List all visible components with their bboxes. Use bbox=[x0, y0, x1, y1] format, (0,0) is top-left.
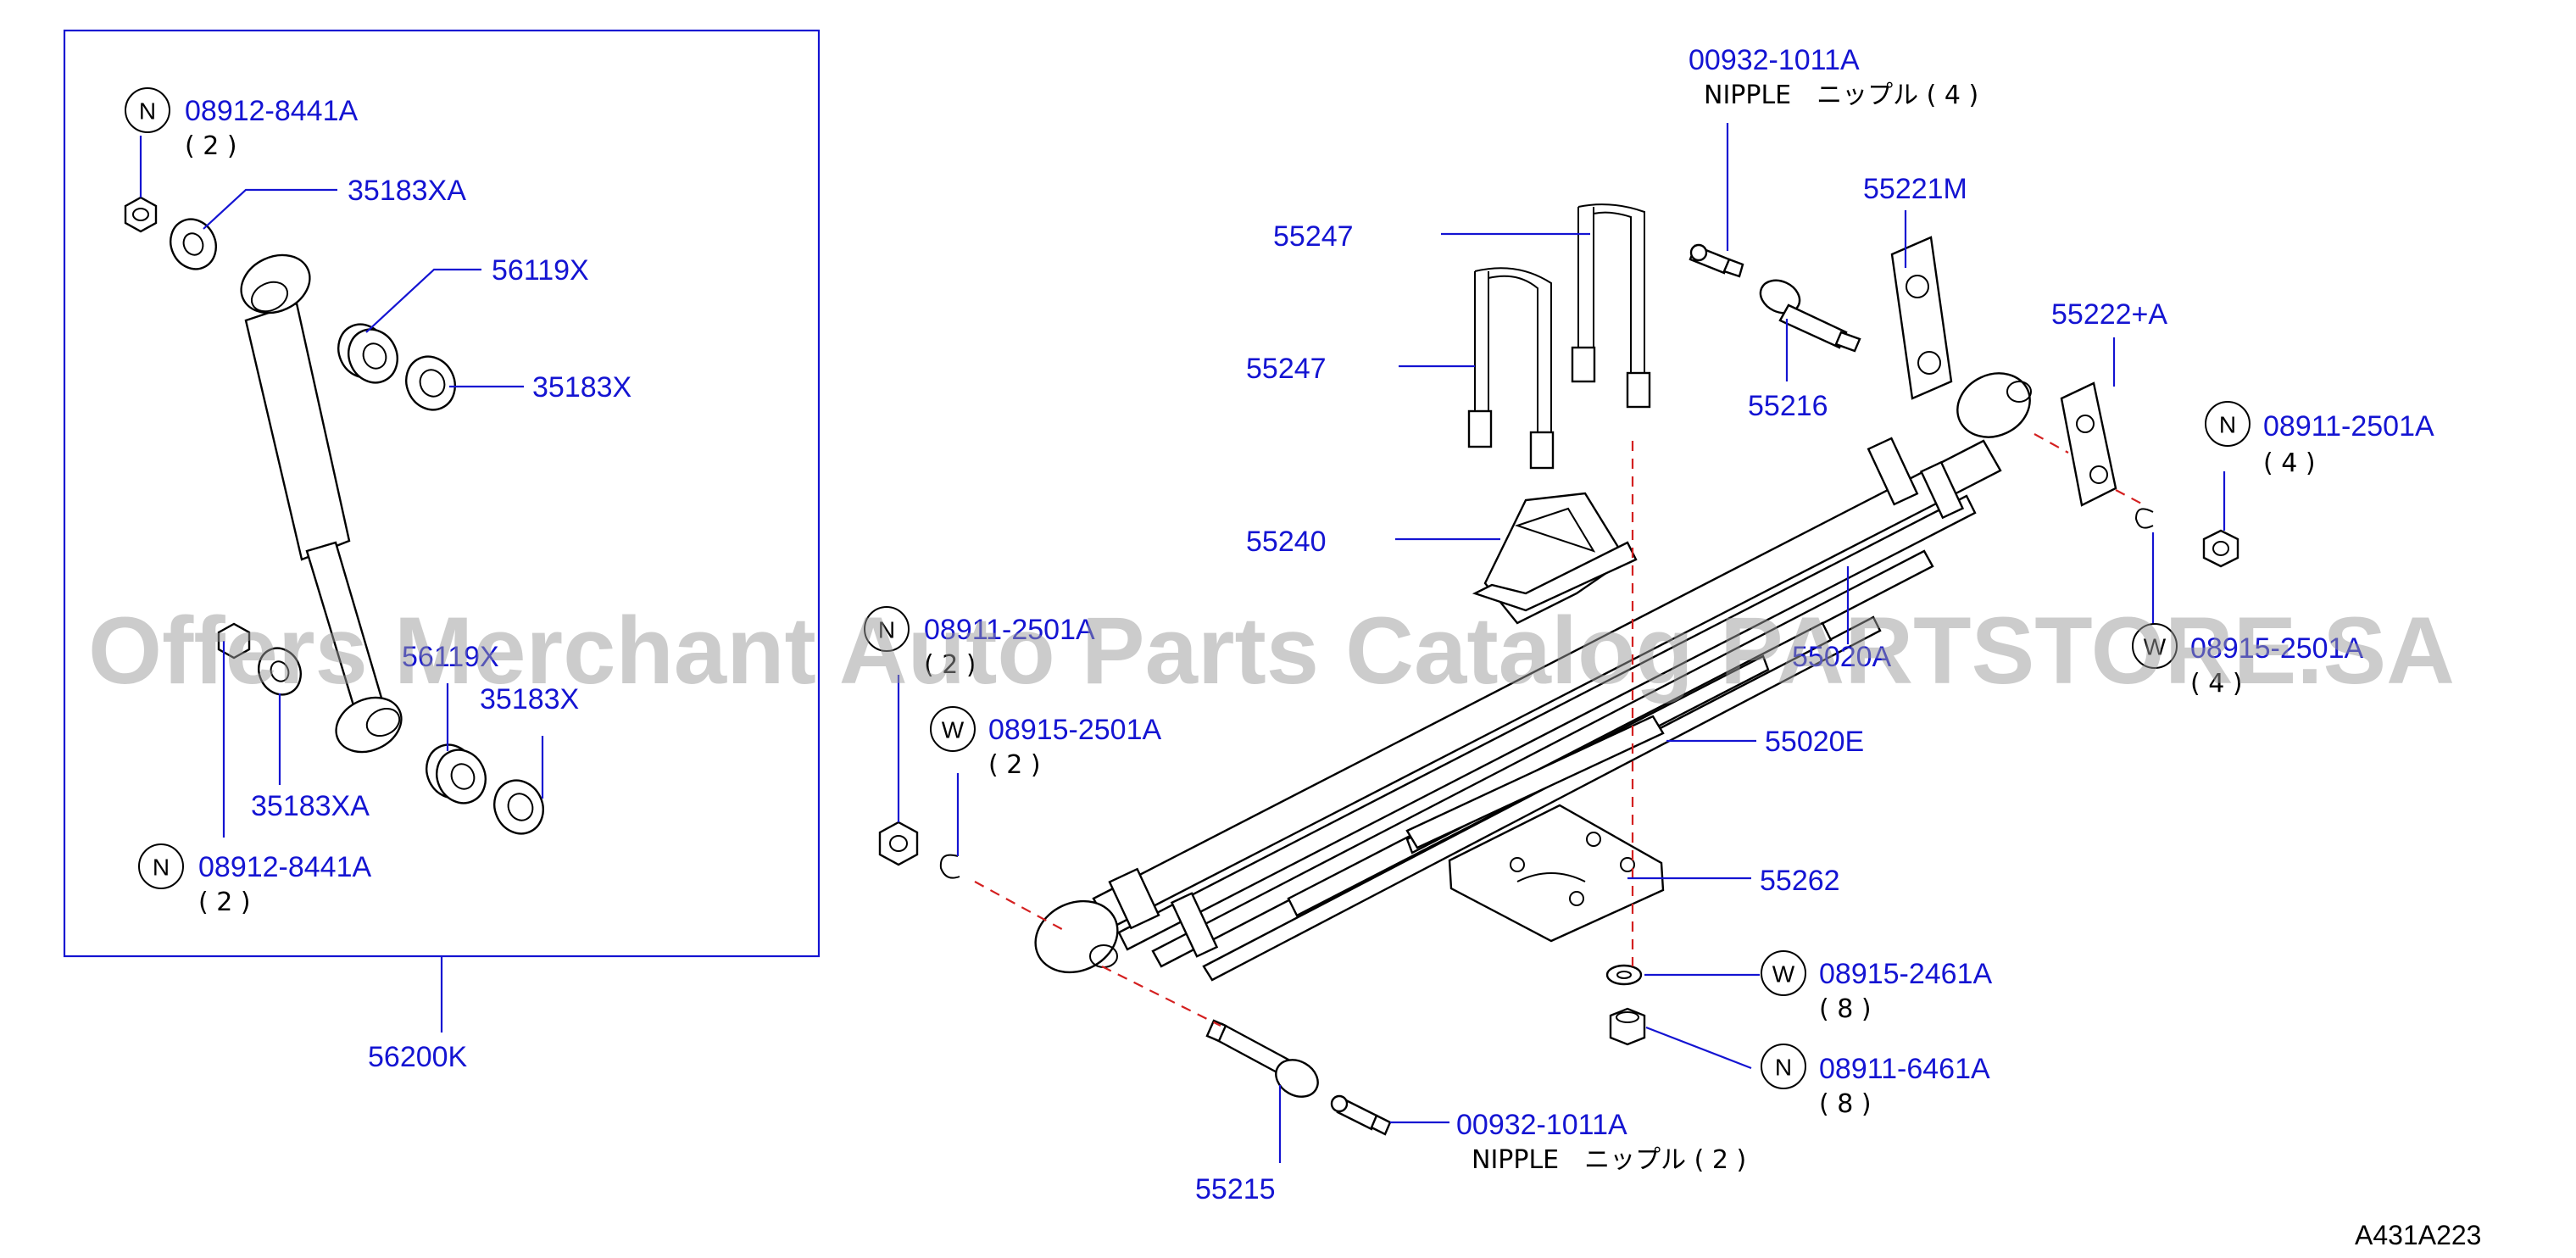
shackle-pin-drawing bbox=[1759, 279, 1861, 353]
washer-ub-drawing bbox=[1605, 964, 1643, 986]
qty-washer-left: ( 2 ) bbox=[988, 750, 1041, 780]
nipple-bottom-drawing bbox=[1330, 1094, 1392, 1136]
u-bolt-a-drawing bbox=[1571, 203, 1651, 409]
label-55262[interactable]: 55262 bbox=[1760, 865, 1840, 897]
qty-washer-right: ( 4 ) bbox=[2190, 669, 2243, 699]
label-08915-2461A[interactable]: 08915-2461A bbox=[1819, 958, 1993, 990]
label-55215[interactable]: 55215 bbox=[1195, 1173, 1276, 1205]
shock-absorber-kit-box bbox=[63, 29, 821, 1033]
nipple-bottom-description: NIPPLE ニップル ( 2 ) bbox=[1472, 1145, 1746, 1175]
label-00932-1011A-bottom[interactable]: 00932-1011A bbox=[1456, 1109, 1627, 1141]
label-55216[interactable]: 55216 bbox=[1748, 390, 1828, 422]
bottom-nut-drawing bbox=[217, 622, 251, 660]
label-08915-2501A-left[interactable]: 08915-2501A bbox=[988, 714, 1162, 746]
front-pin-drawing bbox=[1205, 1019, 1319, 1098]
label-56200K[interactable]: 56200K bbox=[368, 1041, 468, 1073]
nut-symbol-ub: N bbox=[1761, 1044, 1806, 1089]
nut-symbol-top: N bbox=[125, 87, 170, 133]
washer-symbol-right: W bbox=[2132, 623, 2178, 669]
u-bolt-b-drawing bbox=[1467, 267, 1555, 470]
label-55247-b[interactable]: 55247 bbox=[1246, 353, 1327, 385]
top-washer2-drawing bbox=[405, 355, 456, 411]
bumper-drawing bbox=[1472, 492, 1638, 625]
top-washer-drawing bbox=[170, 218, 217, 270]
label-08911-2501A-left[interactable]: 08911-2501A bbox=[924, 614, 1095, 646]
washer-left-drawing bbox=[939, 854, 960, 879]
qty-nut-right: ( 4 ) bbox=[2263, 448, 2316, 478]
svg-text:N: N bbox=[2219, 412, 2236, 438]
label-55222A[interactable]: 55222+A bbox=[2051, 298, 2167, 331]
svg-text:N: N bbox=[139, 98, 156, 125]
label-35183XA-bottom[interactable]: 35183XA bbox=[251, 790, 370, 822]
label-00932-1011A-top[interactable]: 00932-1011A bbox=[1689, 44, 1860, 76]
qty-nut-bottom: ( 2 ) bbox=[198, 888, 251, 917]
assembly-centerlines bbox=[974, 433, 2145, 1027]
label-55240[interactable]: 55240 bbox=[1246, 526, 1327, 558]
label-55247-a[interactable]: 55247 bbox=[1273, 220, 1354, 253]
label-35183X-top[interactable]: 35183X bbox=[532, 371, 631, 404]
seat-plate-drawing bbox=[1448, 804, 1665, 943]
nipple-top-description: NIPPLE ニップル ( 4 ) bbox=[1704, 81, 1978, 110]
spring-leader-lines bbox=[897, 123, 2226, 1163]
label-08911-6461A[interactable]: 08911-6461A bbox=[1819, 1053, 1990, 1085]
label-08911-2501A-right[interactable]: 08911-2501A bbox=[2263, 410, 2434, 443]
label-56119X-bottom[interactable]: 56119X bbox=[402, 641, 499, 673]
svg-text:W: W bbox=[942, 717, 965, 743]
svg-text:W: W bbox=[2144, 634, 2167, 660]
shackle-plate-drawing bbox=[2060, 381, 2117, 507]
bottom-bushing-drawing bbox=[426, 743, 487, 804]
label-08915-2501A-right[interactable]: 08915-2501A bbox=[2190, 632, 2364, 665]
svg-text:N: N bbox=[153, 854, 170, 881]
label-35183XA-top[interactable]: 35183XA bbox=[348, 175, 466, 207]
label-35183X-bottom[interactable]: 35183X bbox=[480, 683, 579, 715]
qty-nut-ub: ( 8 ) bbox=[1819, 1089, 1872, 1119]
washer-right-drawing bbox=[2134, 508, 2154, 529]
shackle-link-drawing bbox=[1890, 236, 1953, 400]
qty-nut-left: ( 2 ) bbox=[924, 650, 976, 680]
label-55221M[interactable]: 55221M bbox=[1863, 173, 1967, 205]
label-56119X-top[interactable]: 56119X bbox=[492, 254, 589, 287]
svg-text:N: N bbox=[1775, 1055, 1792, 1081]
nut-symbol-bottom: N bbox=[138, 843, 184, 889]
watermark-text: Offers Merchant Auto Parts Catalog PARTS… bbox=[88, 598, 2455, 704]
top-nut-drawing bbox=[124, 196, 158, 233]
nut-right-drawing bbox=[2202, 529, 2239, 568]
qty-washer-ub: ( 8 ) bbox=[1819, 994, 1872, 1024]
washer-symbol-left: W bbox=[930, 706, 976, 752]
bottom-washer2-drawing bbox=[493, 779, 544, 835]
kit-leader-lines bbox=[139, 136, 544, 838]
nut-left-drawing bbox=[878, 821, 919, 866]
nipple-top-drawing bbox=[1689, 243, 1744, 278]
top-bushing-drawing bbox=[337, 323, 398, 384]
label-55020A[interactable]: 55020A bbox=[1792, 641, 1892, 673]
qty-nut-top: ( 2 ) bbox=[185, 131, 237, 161]
bottom-washer-drawing bbox=[258, 647, 302, 696]
shock-absorber-drawing bbox=[240, 253, 403, 754]
label-08912-8441A-top[interactable]: 08912-8441A bbox=[185, 95, 359, 127]
svg-text:N: N bbox=[878, 617, 895, 643]
label-55020E[interactable]: 55020E bbox=[1765, 726, 1864, 758]
spacer-drawing bbox=[1405, 715, 1665, 849]
svg-text:W: W bbox=[1772, 961, 1795, 988]
label-08912-8441A-bottom[interactable]: 08912-8441A bbox=[198, 851, 372, 883]
nut-symbol-right: N bbox=[2205, 401, 2251, 447]
washer-symbol-ub: W bbox=[1761, 950, 1806, 996]
nut-symbol-left: N bbox=[864, 606, 910, 652]
nut-ub-drawing bbox=[1609, 1007, 1646, 1046]
diagram-code: A431A223 bbox=[2355, 1220, 2481, 1250]
